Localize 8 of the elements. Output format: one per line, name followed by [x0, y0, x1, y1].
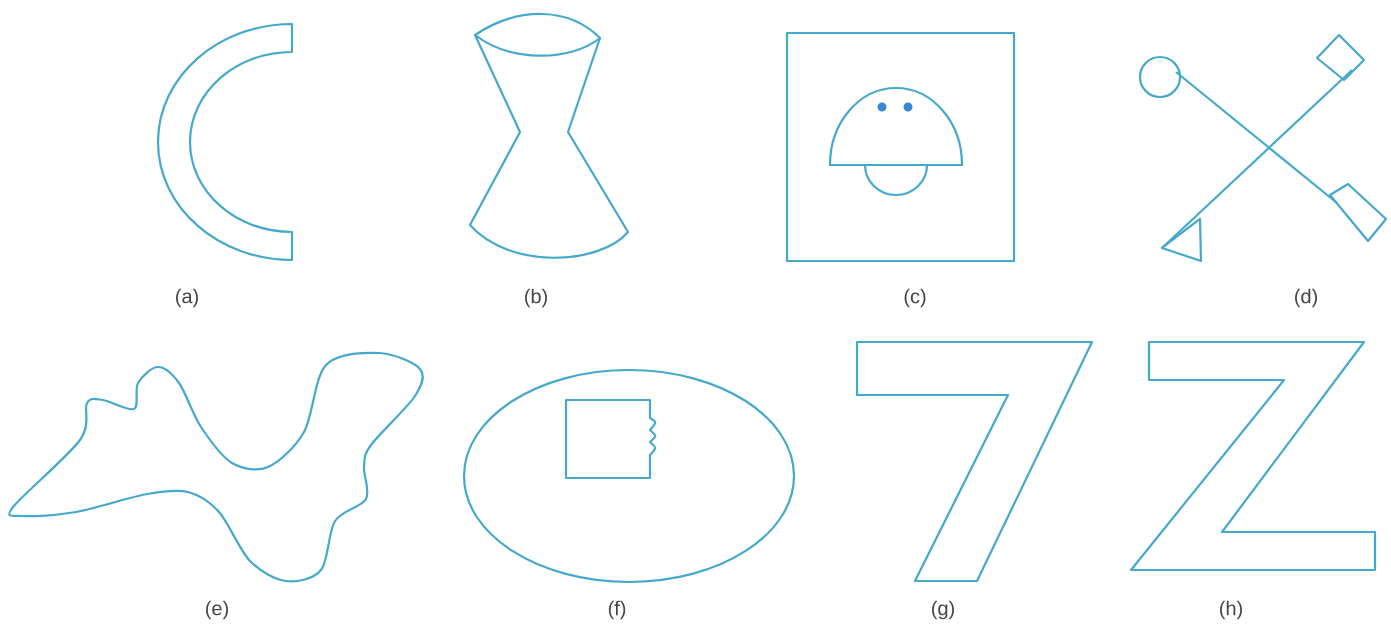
figure-label: (g)	[932, 600, 954, 620]
figure-label: (d)	[1295, 288, 1317, 308]
figure-label: (e)	[206, 600, 228, 620]
figure-label: (h)	[1220, 600, 1242, 620]
figure-label: (c)	[904, 288, 926, 308]
figure-label: (b)	[525, 288, 547, 308]
figure-label: (a)	[176, 288, 198, 308]
figure-label: (f)	[608, 600, 626, 620]
